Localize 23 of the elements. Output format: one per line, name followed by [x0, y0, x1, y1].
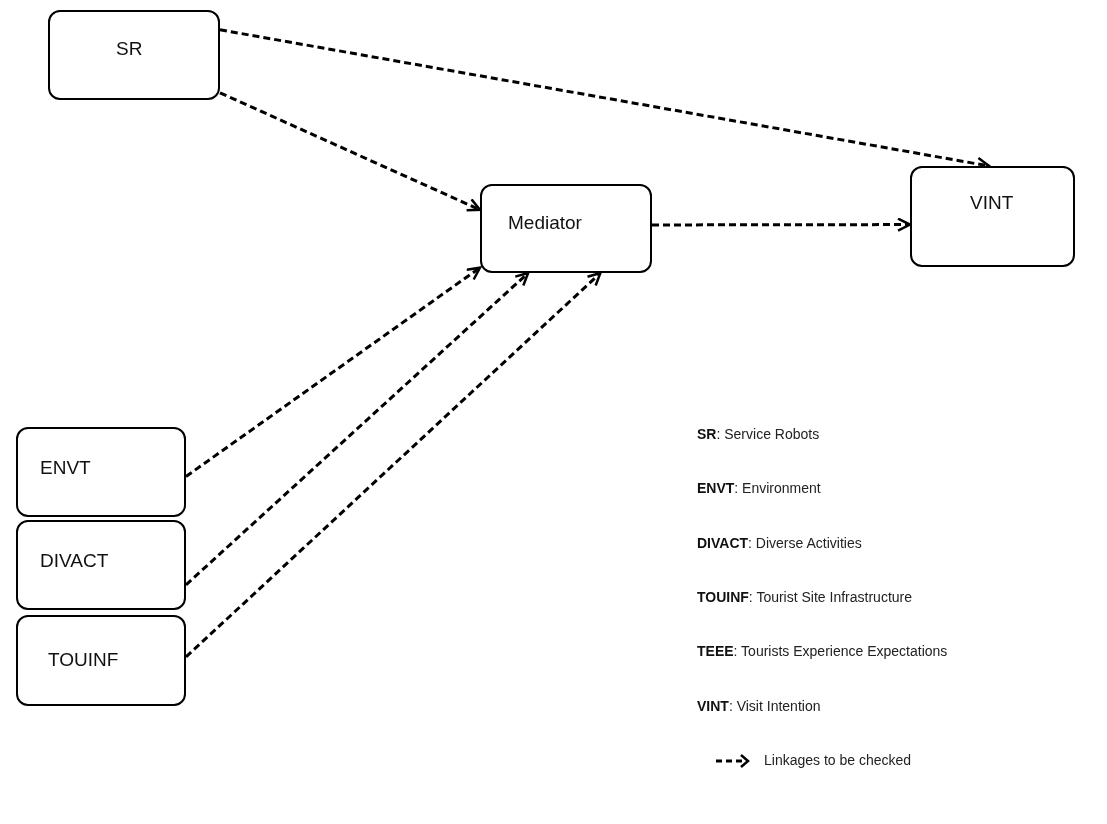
node-label: ENVT — [40, 457, 91, 479]
node-label: TOUINF — [48, 649, 119, 671]
legend-definition: ENVT: Environment — [697, 480, 821, 497]
dashed-arrow — [652, 217, 912, 232]
node-label: Mediator — [508, 212, 582, 234]
dashed-arrow — [219, 91, 482, 212]
legend-definition: SR: Service Robots — [697, 426, 820, 442]
process-box — [910, 166, 1075, 267]
process-box — [480, 184, 652, 273]
node-label: VINT — [970, 192, 1014, 214]
process-box — [16, 615, 186, 706]
dashed-arrow — [185, 271, 602, 658]
legend-definition: TEEE: Tourists Experience Expectations — [697, 643, 948, 660]
legend-definition: VINT: Visit Intention — [697, 697, 821, 714]
legend-definition: DIVACT: Diverse Activities — [697, 534, 862, 551]
process-box — [16, 520, 186, 610]
process-box — [48, 10, 220, 100]
process-box — [16, 427, 186, 517]
node-label: DIVACT — [40, 550, 109, 572]
node-label: SR — [116, 38, 143, 60]
legend-label: Linkages to be checked — [764, 752, 912, 768]
dashed-arrow — [185, 266, 482, 478]
legend-definition: TOUINF: Tourist Site Infrastructure — [697, 588, 912, 605]
